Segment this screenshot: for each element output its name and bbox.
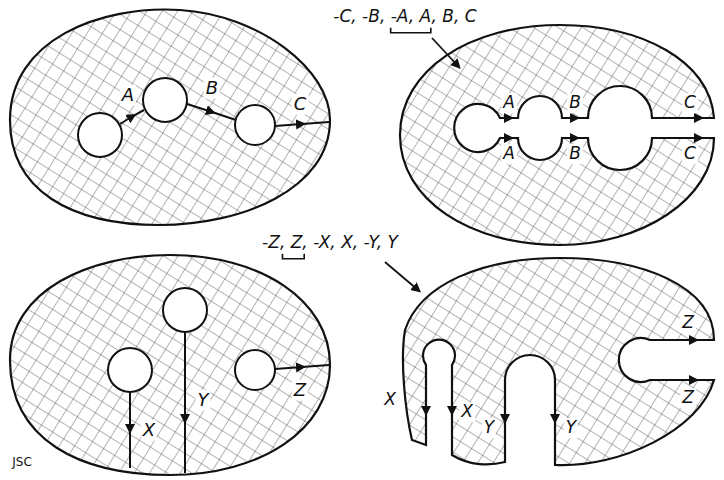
pair-bracket bbox=[282, 254, 304, 259]
cut-line bbox=[129, 392, 131, 468]
edge-arrow bbox=[554, 405, 556, 435]
pointer-arrow bbox=[385, 262, 418, 290]
surface-outline bbox=[10, 10, 330, 225]
boundary-circle bbox=[78, 113, 122, 157]
edge-arrow bbox=[451, 400, 453, 424]
cut-surface bbox=[403, 258, 714, 465]
edge-arrow bbox=[502, 117, 516, 119]
edge-arrow bbox=[680, 117, 712, 119]
edge-label: B bbox=[204, 78, 220, 99]
edge-label: Z bbox=[680, 388, 696, 408]
pair-bracket bbox=[391, 28, 431, 33]
edge-label: Z bbox=[292, 380, 308, 401]
edge-label: A bbox=[501, 144, 517, 164]
edge-label: X bbox=[141, 420, 157, 441]
edge-label: C bbox=[682, 93, 698, 113]
edge-label: C bbox=[682, 144, 698, 164]
edge-arrow bbox=[680, 137, 712, 139]
cut-surface bbox=[400, 25, 714, 245]
edge-label: Y bbox=[482, 418, 496, 438]
edge-arrow bbox=[502, 137, 516, 139]
edge-label: X bbox=[459, 402, 475, 422]
edge-arrow bbox=[565, 137, 586, 139]
edge-label: C bbox=[292, 94, 309, 115]
edge-arrow bbox=[504, 405, 506, 435]
edge-label: Z bbox=[680, 313, 696, 333]
edge-label: B bbox=[567, 144, 583, 164]
boundary-circle bbox=[108, 348, 152, 392]
edge-label: A bbox=[501, 93, 517, 113]
cut-sequence: -C, -B, -A, A, B, C bbox=[331, 7, 478, 27]
edge-label: X bbox=[382, 390, 398, 410]
surface-region bbox=[10, 255, 330, 475]
boundary-circle bbox=[163, 288, 207, 332]
cut-sequence: -Z, Z, -X, X, -Y, Y bbox=[260, 233, 400, 253]
signature: JSC bbox=[10, 456, 34, 470]
edge-arrow bbox=[565, 117, 586, 119]
cut-arc bbox=[120, 110, 144, 124]
boundary-circle bbox=[143, 78, 187, 122]
edge-label: Y bbox=[564, 418, 578, 438]
cut-arc bbox=[187, 104, 236, 120]
edge-arrow bbox=[675, 379, 710, 381]
surface-outline bbox=[10, 255, 330, 475]
surface-region bbox=[10, 10, 330, 225]
edge-label: Y bbox=[196, 390, 211, 411]
pointer-arrow bbox=[432, 38, 458, 66]
edge-label: A bbox=[120, 85, 136, 106]
cut-line bbox=[184, 332, 186, 473]
edge-label: B bbox=[567, 93, 583, 113]
cut-line bbox=[275, 365, 329, 369]
boundary-circle bbox=[235, 350, 275, 390]
edge-arrow bbox=[675, 339, 710, 341]
cut-arc bbox=[275, 122, 329, 126]
edge-arrow bbox=[425, 400, 427, 424]
boundary-circle bbox=[235, 105, 275, 145]
